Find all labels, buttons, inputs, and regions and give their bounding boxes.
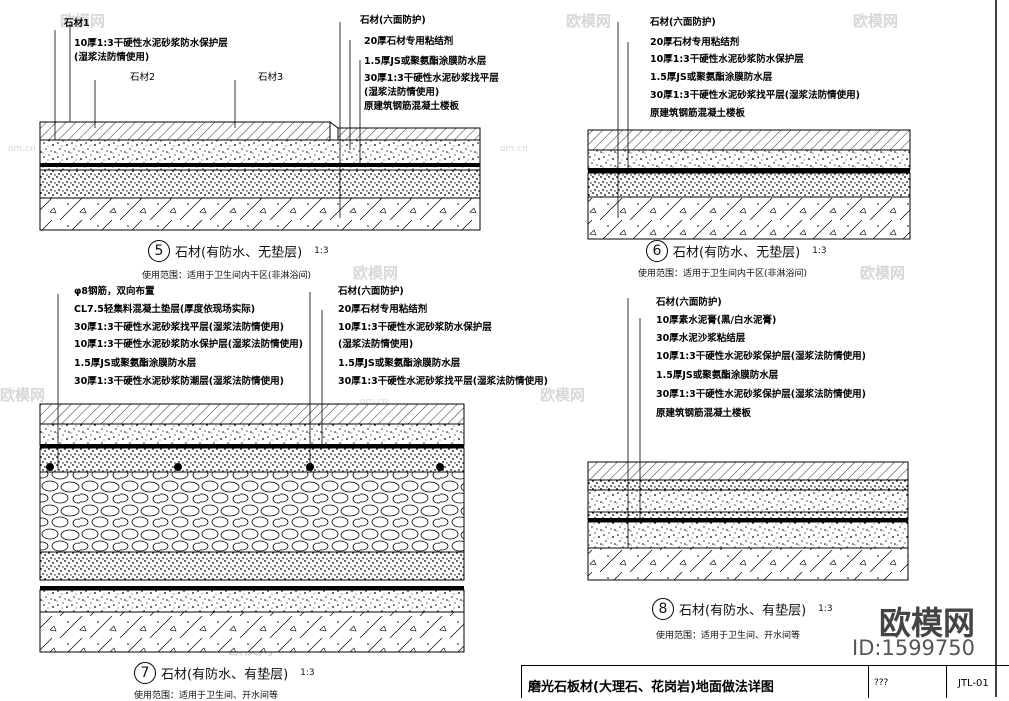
label: 石材(六面防护) xyxy=(650,17,716,28)
label: 10厚1:3干硬性水泥砂浆防水保护层 xyxy=(74,38,228,49)
label: 原建筑钢筋混凝土楼板 xyxy=(656,408,752,419)
label: 20厚石材专用粘结剂 xyxy=(338,304,428,315)
watermark: om.cn xyxy=(500,144,528,154)
detail-6-usage: 使用范围：适用于卫生间内干区(非淋浴间) xyxy=(638,269,808,279)
label: 30厚1:3干硬性水泥砂浆找平层(湿浆法防情使用) xyxy=(74,322,284,333)
label: 30厚水泥沙浆粘结层 xyxy=(656,333,746,344)
label: 原建筑钢筋混凝土楼板 xyxy=(364,101,460,112)
label: 石材(六面防护) xyxy=(656,297,722,308)
label: 20厚石材专用粘结剂 xyxy=(650,37,740,48)
title-block: 磨光石板材(大理石、花岗岩)地面做法详图 ??? JTL-01 xyxy=(521,665,1009,698)
label: 30厚1:3干硬性水泥砂浆保护层(湿浆法防情使用) xyxy=(656,389,866,400)
detail-8-section xyxy=(587,298,909,581)
sheet-number: JTL-01 xyxy=(958,678,989,689)
label: 1.5厚JS或聚氨酯涂膜防水层 xyxy=(74,358,197,369)
label: CL7.5轻集料混凝土垫层(厚度依现场实际) xyxy=(74,304,256,315)
watermark: 欧模网 xyxy=(60,12,106,30)
drawing-code: ??? xyxy=(874,678,889,688)
watermark: om.cn xyxy=(8,144,36,154)
label: 1.5厚JS或聚氨酯涂膜防水层 xyxy=(650,72,773,83)
label: (湿浆法防情使用) xyxy=(74,52,150,63)
watermark: 欧模网 xyxy=(0,386,46,404)
detail-7-usage: 使用范围：适用于卫生间、开水间等 xyxy=(134,691,279,701)
watermark: 欧模网 xyxy=(860,264,906,282)
label: 30厚1:3干硬性水泥砂浆找平层 xyxy=(364,73,499,84)
label: 石材(六面防护) xyxy=(338,286,404,297)
label: (湿浆法防情使用) xyxy=(338,339,414,350)
label: 石材1 xyxy=(64,18,90,29)
label: 30厚1:3干硬性水泥砂浆防潮层(湿浆法防情使用) xyxy=(74,376,284,387)
label: (湿浆法防情使用) xyxy=(364,87,440,98)
watermark: om.cn xyxy=(360,397,388,407)
label: 石材3 xyxy=(258,72,284,83)
label: 10厚1:3干硬性水泥砂浆保护层(湿浆法防情使用) xyxy=(656,351,866,362)
detail-5-usage: 使用范围：适用于卫生间内干区(非淋浴间) xyxy=(142,271,312,281)
detail-7-section xyxy=(39,292,465,653)
label: 10厚素水泥膏(黑/白水泥膏) xyxy=(656,315,777,326)
label: 20厚石材专用粘结剂 xyxy=(364,36,454,47)
label: 1.5厚JS或聚氨酯涂膜防水层 xyxy=(364,56,487,67)
brand-id: ID:1599750 xyxy=(852,636,975,660)
label: 10厚1:3干硬性水泥砂浆防水保护层 xyxy=(650,54,804,65)
brand-logo: 欧模网 xyxy=(878,604,975,642)
label: 30厚1:3干硬性水泥砂浆找平层(湿浆法防情使用) xyxy=(338,376,548,387)
drawing-title: 磨光石板材(大理石、花岗岩)地面做法详图 xyxy=(528,680,774,695)
detail-8-usage: 使用范围：适用于卫生间、开水间等 xyxy=(656,631,801,641)
watermark: 欧模网 xyxy=(853,12,899,30)
detail-6-section xyxy=(587,22,911,240)
detail-5-section xyxy=(39,22,481,231)
label: 10厚1:3干硬性水泥砂浆防水保护层(湿浆法防情使用) xyxy=(74,339,303,350)
watermark: 欧模网 xyxy=(566,12,612,30)
watermark: 欧模网 xyxy=(540,386,586,404)
label: 石材(六面防护) xyxy=(360,15,426,26)
label: 10厚1:3干硬性水泥砂浆防水保护层 xyxy=(338,322,492,333)
label: 1.5厚JS或聚氨酯涂膜防水层 xyxy=(656,370,779,381)
label: 原建筑钢筋混凝土楼板 xyxy=(650,108,746,119)
watermark: 欧模网 xyxy=(353,264,399,282)
label: 石材2 xyxy=(130,72,156,83)
label: 30厚1:3干硬性水泥砂浆找平层(湿浆法防情使用) xyxy=(650,90,860,101)
label: 1.5厚JS或聚氨酯涂膜防水层 xyxy=(338,358,461,369)
label: φ8钢筋，双向布置 xyxy=(74,286,155,297)
